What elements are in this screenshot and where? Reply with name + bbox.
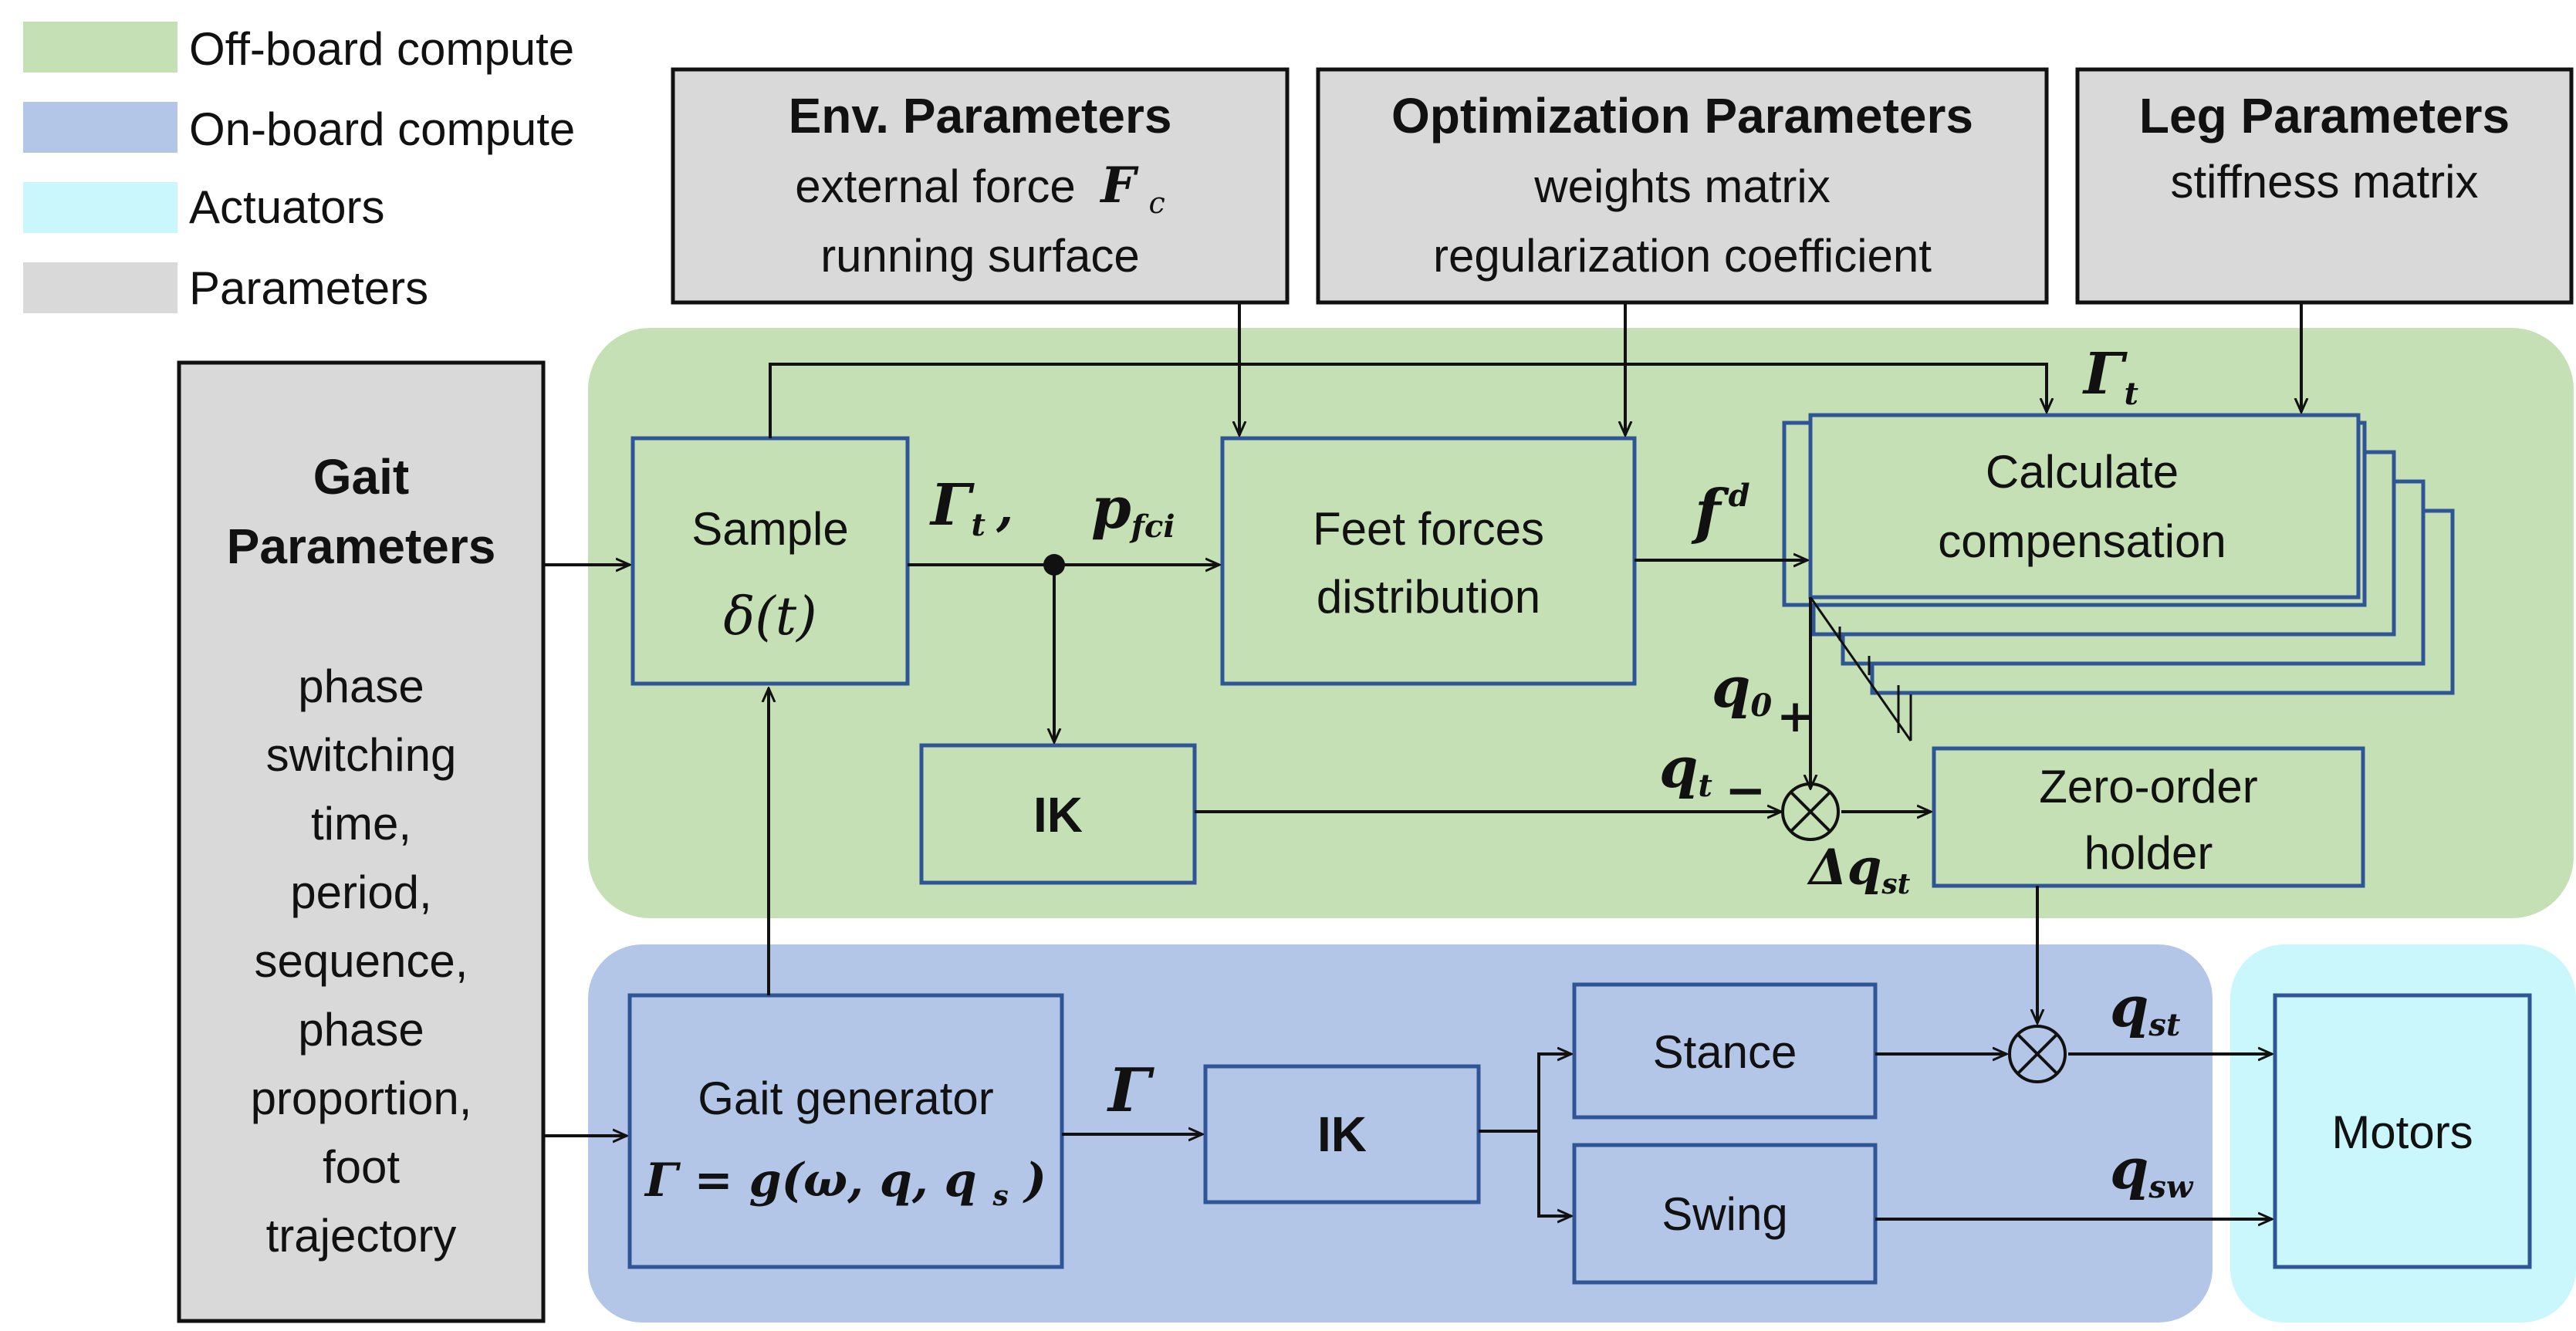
legend-swatch-actuators (23, 182, 177, 233)
external-force-symbol: F (1099, 157, 1139, 215)
signal-q0: q0+ (1712, 654, 1814, 742)
calculate-compensation-line1: Calculate (1986, 446, 2179, 498)
leg-parameters-box: Leg Parameters stiffness matrix (2075, 67, 2574, 305)
swing-block: Swing (1572, 1143, 1878, 1285)
feet-forces-line1: Feet forces (1313, 503, 1544, 555)
legend-swatch-onboard (23, 102, 177, 153)
sample-delta: δ(t) (723, 586, 816, 647)
ik-top-label: IK (1033, 787, 1083, 843)
swing-label: Swing (1662, 1188, 1787, 1240)
connections (545, 302, 2301, 1219)
gait-parameter-line: time, (311, 798, 411, 850)
optimization-parameters-line1: weights matrix (1533, 160, 1830, 212)
optimization-parameters-box: Optimization Parameters weights matrix r… (1316, 67, 2049, 305)
svg-text:Γ = g(ω, q, q s ): Γ = g(ω, q, q s ) (644, 1154, 1046, 1217)
zero-order-line2: holder (2084, 827, 2213, 879)
legend: Off-board compute On-board compute Actua… (23, 22, 575, 314)
signal-gamma-t-comma: Γt, (929, 472, 1013, 543)
optimization-parameters-title: Optimization Parameters (1391, 88, 1973, 144)
legend-swatch-offboard (23, 22, 177, 73)
stance-block: Stance (1572, 982, 1878, 1120)
gait-parameters-title2: Parameters (227, 519, 496, 574)
legend-label-offboard: Off-board compute (189, 23, 574, 75)
legend-swatch-parameters (23, 262, 177, 313)
motors-label: Motors (2331, 1106, 2473, 1158)
feet-forces-line2: distribution (1317, 571, 1540, 623)
signal-p-fci: pfci (1091, 475, 1175, 545)
gait-generator-eq-end: ) (1023, 1154, 1046, 1208)
summing-junction-bottom (2008, 1025, 2067, 1083)
signal-gamma-t-top: Γt (2082, 341, 2139, 412)
zero-order-holder-block: Zero-order holder (1932, 746, 2365, 888)
signal-delta-q-st: Δqst (1807, 839, 1911, 900)
summing-junction-top (1781, 782, 1840, 841)
gait-parameters-title1: Gait (313, 449, 409, 505)
legend-label-onboard: On-board compute (189, 103, 575, 155)
calculate-compensation-block (1808, 413, 2361, 600)
sample-label: Sample (691, 503, 848, 555)
gait-parameter-line: phase (298, 660, 424, 712)
feet-forces-distribution-block: Feet forces distribution (1220, 436, 1637, 686)
gait-parameter-line: switching (266, 729, 457, 781)
leg-parameters-line1: stiffness matrix (2171, 156, 2479, 208)
signal-q-st: qst (2110, 974, 2181, 1043)
legend-label-parameters: Parameters (189, 262, 428, 314)
gait-parameters-list: phase switching time, period, sequence, phase… (251, 660, 472, 1262)
motors-block: Motors (2273, 993, 2532, 1269)
gait-generator-eq-sub: s (992, 1180, 1008, 1212)
signal-gamma: Γ (1107, 1056, 1154, 1126)
stance-label: Stance (1653, 1026, 1797, 1078)
optimization-parameters-line2: regularization coefficient (1433, 230, 1932, 282)
legend-label-actuators: Actuators (189, 181, 384, 233)
env-parameters-box: Env. Parameters external force F c runni… (671, 67, 1290, 305)
gait-generator-block: Gait generator Γ = g(ω, q, q s ) (627, 993, 1064, 1269)
signal-qt: qt− (1659, 735, 1766, 819)
env-parameters-line2: running surface (820, 230, 1140, 282)
env-parameters-line1: external force (795, 160, 1076, 212)
calculate-compensation-stack: Calculate compensation (1782, 413, 2455, 742)
ik-bottom-block: IK (1203, 1064, 1481, 1204)
ik-bottom-label: IK (1317, 1106, 1367, 1162)
gait-parameters-box: Gait Parameters phase switching time, perio… (177, 360, 546, 1323)
signal-q-sw: qsw (2110, 1136, 2194, 1205)
gait-parameter-line: phase (298, 1004, 424, 1056)
calculate-compensation-line2: compensation (1938, 515, 2226, 567)
zero-order-line1: Zero-order (2039, 761, 2257, 812)
leg-parameters-title: Leg Parameters (2139, 88, 2510, 144)
gait-generator-label: Gait generator (698, 1073, 994, 1124)
gait-parameter-line: period, (290, 867, 431, 918)
external-force-subscript: c (1149, 186, 1165, 220)
gait-parameter-line: proportion, (251, 1073, 472, 1124)
gait-parameter-line: sequence, (255, 935, 468, 987)
signal-junction (1043, 554, 1065, 576)
gait-generator-equation: Γ = g(ω, q, q (644, 1154, 977, 1208)
gait-parameter-line: foot (323, 1141, 400, 1193)
sample-block: Sample δ(t) (630, 436, 910, 686)
gait-parameter-line: trajectory (266, 1210, 457, 1262)
env-parameters-title: Env. Parameters (789, 88, 1172, 144)
ik-top-block: IK (919, 743, 1197, 885)
svg-text:external force F c: external force F c (795, 157, 1165, 220)
